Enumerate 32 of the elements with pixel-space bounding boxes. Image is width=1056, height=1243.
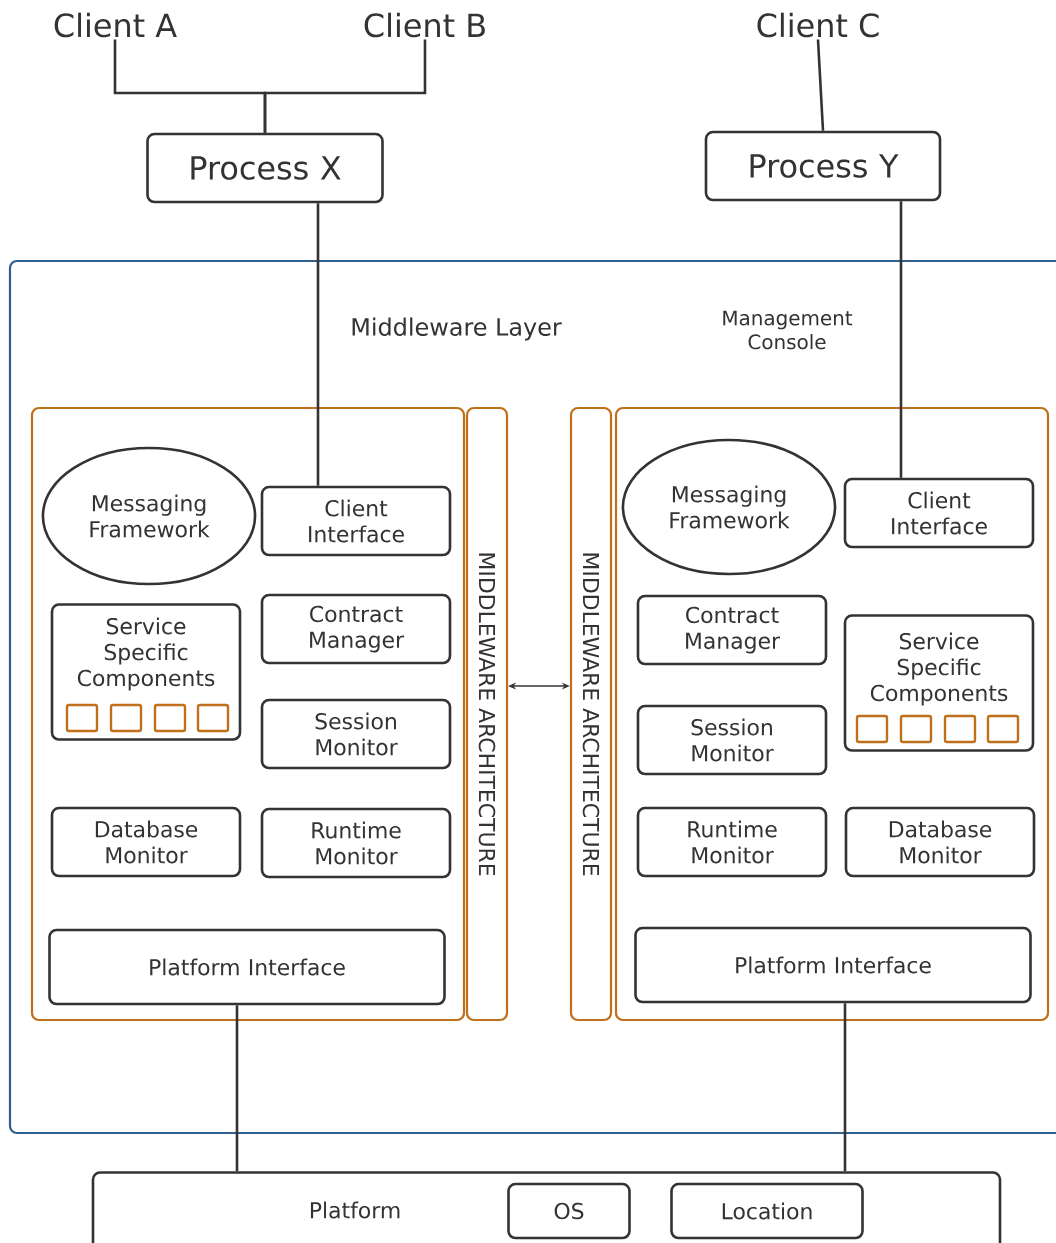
component-box: Client Interface	[843, 477, 1035, 549]
client-label: Client C	[757, 12, 879, 38]
connector-line	[899, 201, 903, 478]
component-box: Runtime Monitor	[636, 806, 828, 878]
connector-line	[235, 1005, 239, 1172]
component-box: Contract Manager	[636, 594, 828, 666]
client-label: Client B	[364, 12, 485, 38]
component-box: Database Monitor	[50, 806, 242, 878]
component-box: Database Monitor	[844, 806, 1036, 878]
component-box: Platform Interface	[634, 926, 1032, 1004]
connector-line	[816, 39, 825, 131]
component-box: Service Specific Components	[50, 603, 242, 741]
component-box: Session Monitor	[260, 698, 452, 770]
component-box: Session Monitor	[636, 704, 828, 776]
connector-line	[263, 39, 427, 133]
component-box: Contract Manager	[260, 593, 452, 665]
vertical-band: MIDDLEWARE ARCHITECTURE	[465, 406, 509, 1022]
module-panel	[614, 406, 1050, 1022]
connector-line	[843, 1003, 847, 1172]
component-box: Service Specific Components	[843, 614, 1035, 752]
vertical-band: MIDDLEWARE ARCHITECTURE	[569, 406, 613, 1022]
component-box: Location	[670, 1182, 864, 1240]
module-panel	[30, 406, 466, 1022]
panel-label: Management Console	[723, 310, 853, 350]
process-box: Process X	[146, 132, 384, 204]
client-label: Client A	[54, 12, 177, 38]
process-box: Process Y	[704, 130, 942, 202]
component-box: Runtime Monitor	[260, 807, 452, 879]
connector-line	[316, 203, 320, 486]
component-box: Client Interface	[260, 485, 452, 557]
component-box: Platform Interface	[48, 928, 446, 1006]
component-box: OS	[507, 1182, 631, 1240]
